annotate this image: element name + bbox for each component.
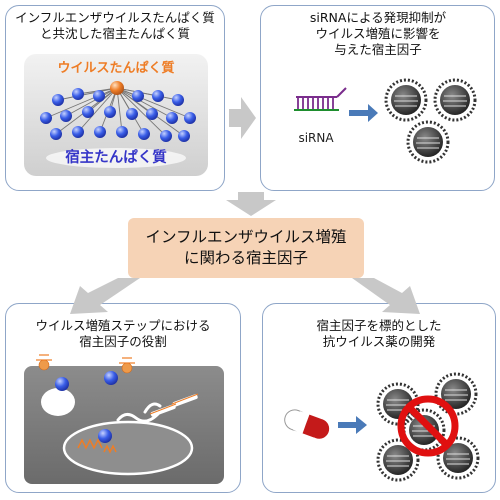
panel-title-replication-roles: ウイルス増殖ステップにおける 宿主因子の役割 [35, 318, 211, 349]
viral-protein-node [110, 81, 124, 95]
virus-icon [433, 78, 477, 122]
virus-icon [406, 120, 450, 164]
arrow-down-left [70, 278, 140, 314]
arrow-right-top [229, 97, 256, 139]
virus-icon [376, 438, 420, 482]
network-background [24, 54, 208, 176]
virus-icon [434, 372, 478, 416]
drug-capsule-icon [284, 409, 330, 439]
panel-title-sirna: siRNAによる発現抑制が ウイルス増殖に影響を 与えた宿主因子 [309, 10, 447, 57]
host-factor-node [104, 371, 118, 385]
host-protein-label: 宿主たんぱく質 [65, 148, 167, 166]
host-protein-nodes [40, 88, 196, 142]
prohibition-icon [397, 395, 459, 457]
virus-icon [402, 408, 446, 452]
virus-icon [436, 436, 480, 480]
arrow-down-to-center [226, 192, 276, 216]
nucleus [62, 420, 194, 476]
sirna-icon [294, 87, 347, 111]
panel-title-coprecipitated: インフルエンザウイルスたんぱく質 と共沈した宿主たんぱく質 [15, 10, 215, 41]
arrow-blue-sirna [349, 104, 378, 122]
arrow-down-right [352, 278, 420, 314]
arrow-blue-drug [338, 416, 367, 434]
panel-title-antiviral: 宿主因子を標的とした 抗ウイルス薬の開発 [316, 318, 442, 349]
host-factor-node [98, 429, 112, 443]
center-host-factors-box: インフルエンザウイルス増殖 に関わる宿主因子 [128, 218, 364, 278]
host-factor-node [55, 377, 69, 391]
budding-virions [149, 393, 199, 417]
endosome [41, 388, 75, 416]
viral-protein-label: ウイルスたんぱく質 [57, 60, 174, 76]
sirna-label: siRNA [298, 131, 334, 145]
virus-icon [384, 78, 428, 122]
